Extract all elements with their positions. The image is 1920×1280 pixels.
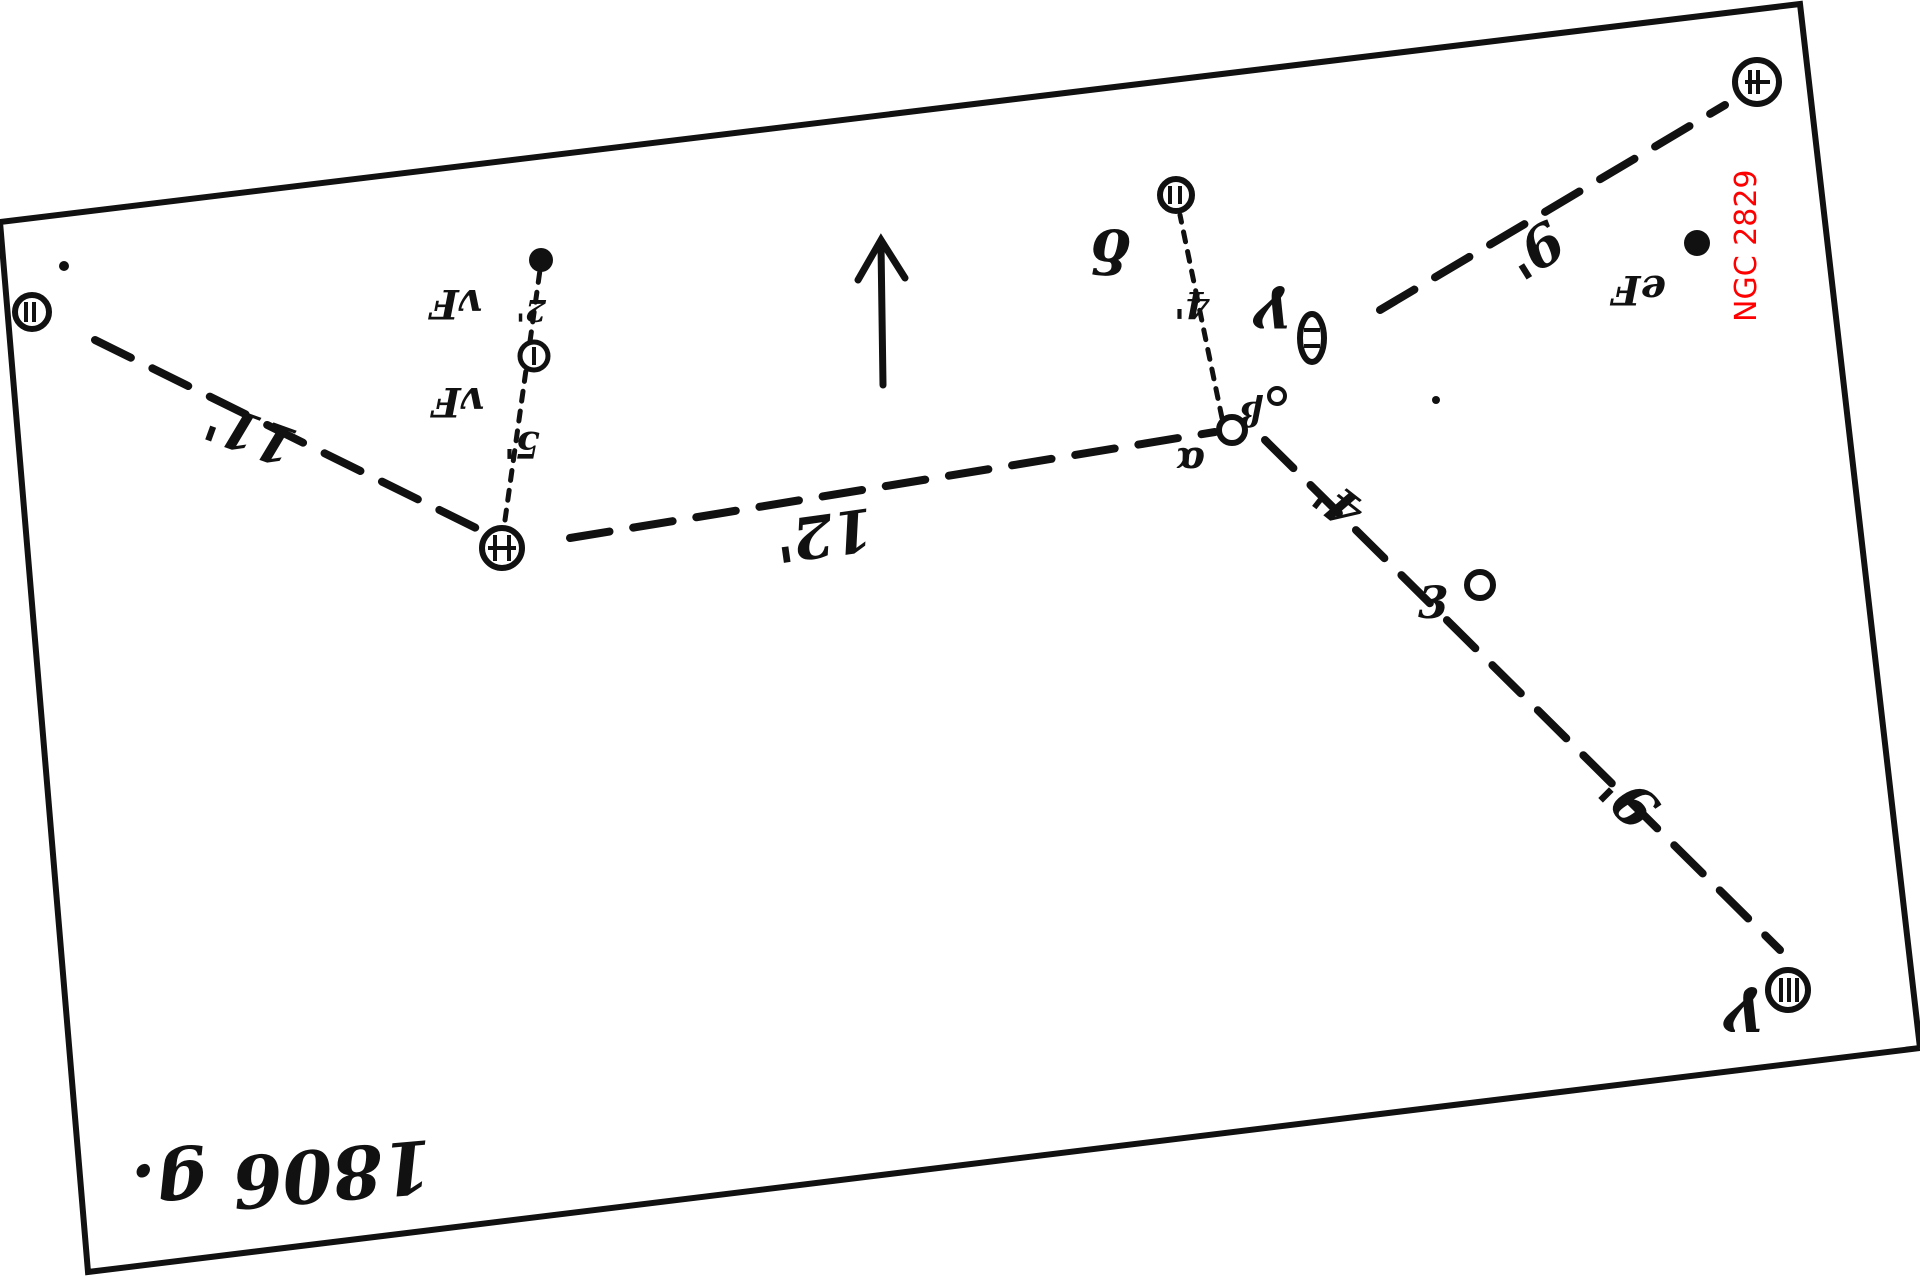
label-vF-mid: vF [430,378,484,425]
distance-label-4-small: 4' [1174,283,1210,325]
small-dot-right [1432,396,1440,404]
vF-star-top [529,248,553,272]
line-center-to-alpha [566,428,1219,542]
north-arrow-icon [854,233,909,389]
label-gamma: γ [1251,284,1292,352]
label-gamma-lower: γ [1721,985,1765,1058]
distance-label-2: 2' [516,292,547,327]
theta-star [1297,311,1327,365]
delta-star [1157,176,1195,214]
vF-star-mid [517,339,551,373]
year-label: 1806 g. [129,1123,436,1234]
ngc-annotation: NGC 2829 [1729,169,1764,322]
left-star [12,292,52,332]
distance-label-3: 3 [1418,578,1449,629]
label-alpha: α [1176,439,1205,484]
line-left-to-center [91,336,484,534]
gamma-star-lower [1464,569,1496,601]
distance-label-12: 12' [771,494,878,575]
distance-label-4: 4' [1303,466,1375,540]
top-right-star [1732,57,1782,107]
small-dot-left [59,261,69,271]
line-alpha-to-lower [1261,436,1784,954]
lower-right-star [1765,967,1811,1013]
label-eF: eF [1610,266,1666,313]
eF-star [1684,230,1710,256]
line-alpha-to-top [1177,212,1225,421]
line-center-to-vF [502,267,543,523]
label-beta: β [1239,393,1264,433]
alpha-star [1216,414,1248,446]
central-star [479,525,525,571]
beta-star [1267,386,1287,406]
line-alpha-to-theta [1376,101,1729,314]
label-delta: δ [1090,215,1131,285]
distance-label-9-upper: 9' [1493,206,1576,292]
distance-label-5: 5' [504,423,540,465]
label-vF-top: vF [428,280,482,327]
